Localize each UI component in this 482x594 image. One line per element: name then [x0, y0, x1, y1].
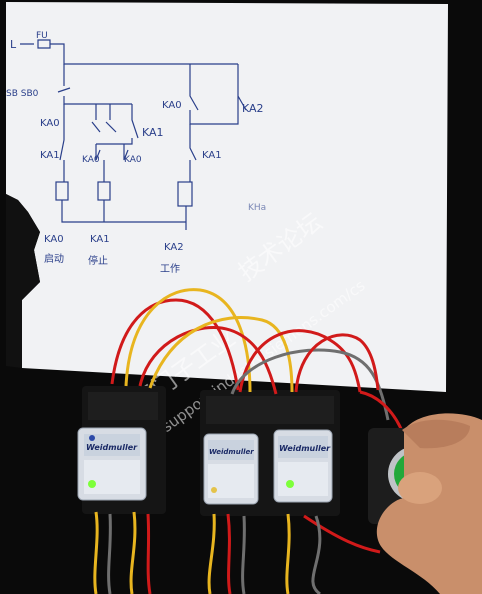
label-l: L — [10, 38, 17, 51]
relay-2-indicator — [211, 487, 217, 493]
neutral-line — [61, 200, 187, 230]
coil-ka2 — [177, 181, 193, 207]
wire-yellow-1 — [124, 288, 252, 393]
relay-2-label-plate — [208, 440, 254, 460]
label-ka1-mid: KA1 — [202, 150, 222, 161]
ka0-ka2-branch — [189, 64, 247, 125]
label-work: 工作 — [160, 263, 180, 275]
paper-sheet — [6, 2, 448, 392]
relay-1-led — [88, 480, 96, 488]
thumb — [398, 472, 442, 504]
relay-1-logo-dot — [89, 435, 95, 441]
wire-yellow-2 — [148, 316, 294, 393]
relay-1-label-plate — [84, 434, 140, 456]
wire-yellow-low-3 — [207, 513, 216, 594]
label-sb: SB SB0 — [6, 89, 39, 99]
label-ka2-top: KA2 — [242, 102, 264, 115]
label-ka0-mid2: KA0 — [124, 155, 142, 165]
hand-drawn-schematic — [20, 39, 247, 230]
wire-red-low-2 — [226, 513, 232, 594]
schematic-labels: L FU SB SB0 KA0 KA2 KA0 KA1 KA1 KA0 KA0 … — [6, 31, 266, 275]
ka1-work-contact — [189, 124, 197, 182]
label-coil-ka2: KA2 — [164, 242, 184, 253]
label-ka1-right: KA1 — [142, 126, 164, 139]
relay-3-window — [278, 462, 328, 496]
supply-line — [20, 39, 238, 65]
relay-1: Weidmuller — [77, 427, 147, 501]
wire-red-low-3 — [303, 514, 381, 554]
label-stop: 停止 — [88, 254, 108, 267]
wire-gray-low-1 — [107, 513, 112, 594]
relay-3-led — [286, 480, 294, 488]
wire-red-4 — [294, 333, 380, 393]
label-ka1-left: KA1 — [40, 150, 60, 161]
ka0-ka1-contacts — [91, 104, 139, 145]
relay-3-label-plate — [278, 436, 328, 458]
label-coil-ka0: KA0 — [44, 234, 64, 245]
relay-3-brand: Weidmuller — [279, 444, 331, 453]
wire-gray-low-3 — [311, 515, 322, 594]
wire-red-1 — [110, 298, 240, 391]
wire-yellow-low-1 — [93, 511, 99, 594]
wire-red-2 — [138, 325, 278, 395]
wire-yellow-low-4 — [285, 513, 291, 594]
label-kha: KHa — [248, 203, 266, 213]
label-start: 启动 — [44, 252, 64, 265]
interlock-contacts — [95, 144, 129, 182]
wire-yellow-low-2 — [129, 511, 137, 594]
label-coil-ka1: KA1 — [90, 234, 110, 245]
label-ka0-mid: KA0 — [82, 155, 100, 165]
relay-3: Weidmuller — [273, 429, 333, 503]
label-fu: FU — [36, 31, 48, 41]
wire-red-3 — [238, 329, 362, 393]
wire-gray-low-2 — [241, 515, 246, 594]
ka1-contact — [59, 104, 65, 182]
socket-1-terminals — [88, 392, 158, 420]
relay-2: Weidmuller — [203, 433, 259, 505]
wire-red-low-1 — [146, 513, 152, 594]
relay-2-window — [208, 464, 254, 498]
label-ka0-left: KA0 — [40, 118, 60, 129]
relay-2-brand: Weidmuller — [209, 448, 254, 456]
hand-palm — [376, 413, 482, 594]
hand — [376, 413, 482, 594]
wires — [93, 288, 406, 594]
relay-1-window — [84, 460, 140, 494]
label-ka0-top: KA0 — [162, 100, 182, 111]
paper-torn-shadow — [6, 194, 40, 368]
finger-top — [402, 419, 470, 449]
relay-1-brand: Weidmuller — [86, 443, 138, 452]
socket-2-3-terminals — [206, 396, 334, 424]
